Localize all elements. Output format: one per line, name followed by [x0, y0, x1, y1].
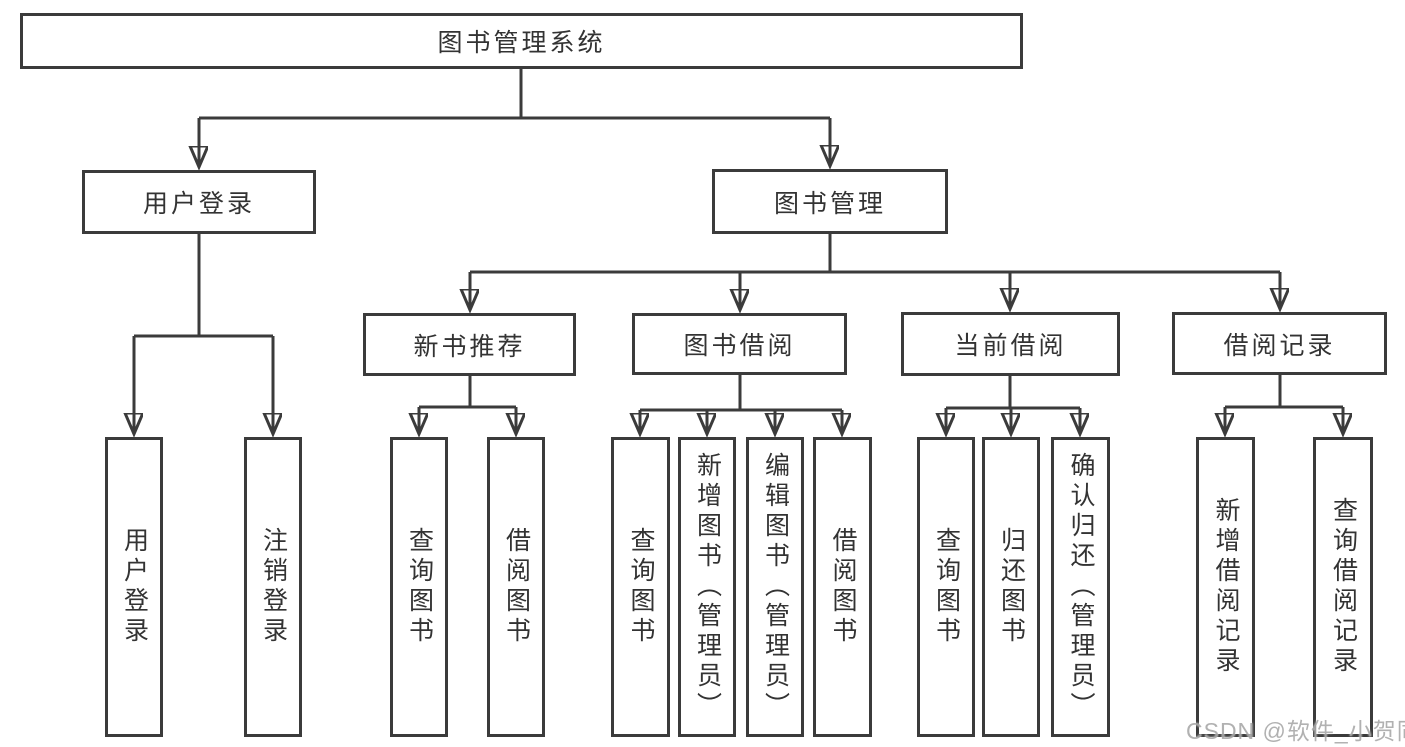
leaf-add-borrow-record-label: 新增借阅记录 [1212, 497, 1240, 677]
node-new-book-recommendation: 新书推荐 [363, 313, 576, 376]
leaf-return-books-label: 归还图书 [997, 527, 1026, 647]
leaf-edit-books-admin-label: 编辑图书（管理员） [761, 452, 790, 722]
leaf-query-books-recommend: 查询图书 [390, 437, 448, 737]
leaf-query-books-recommend-label: 查询图书 [405, 527, 434, 647]
leaf-query-borrow-record-label: 查询借阅记录 [1329, 497, 1358, 677]
leaf-borrow-books-borrowing: 借阅图书 [813, 437, 872, 737]
leaf-edit-books-admin: 编辑图书（管理员） [746, 437, 804, 737]
node-system-root-label: 图书管理系统 [437, 29, 606, 57]
leaf-add-books-admin: 新增图书（管理员） [678, 437, 736, 737]
leaf-query-books-current: 查询图书 [917, 437, 975, 737]
node-current-borrowing: 当前借阅 [901, 312, 1120, 376]
leaf-return-books: 归还图书 [982, 437, 1040, 737]
node-new-book-recommendation-label: 新书推荐 [413, 332, 526, 361]
node-borrowing-records: 借阅记录 [1172, 312, 1387, 375]
leaf-add-borrow-record: 新增借阅记录 [1196, 437, 1255, 737]
leaf-borrow-books-recommend-label: 借阅图书 [502, 527, 531, 647]
node-book-management: 图书管理 [712, 169, 948, 234]
leaf-logout-login-label: 注销登录 [259, 527, 288, 647]
leaf-query-borrow-record: 查询借阅记录 [1313, 437, 1373, 737]
node-user-login: 用户登录 [82, 170, 316, 234]
leaf-query-books-borrowing-label: 查询图书 [627, 527, 655, 647]
node-book-borrowing-label: 图书借阅 [683, 332, 796, 360]
node-book-borrowing: 图书借阅 [632, 313, 847, 375]
node-borrowing-records-label: 借阅记录 [1223, 331, 1336, 360]
leaf-confirm-return-admin: 确认归还（管理员） [1051, 437, 1110, 737]
leaf-borrow-books-recommend: 借阅图书 [487, 437, 545, 737]
leaf-logout-login: 注销登录 [244, 437, 302, 737]
node-current-borrowing-label: 当前借阅 [954, 332, 1067, 360]
node-book-management-label: 图书管理 [773, 189, 886, 218]
leaf-add-books-admin-label: 新增图书（管理员） [693, 452, 722, 722]
leaf-borrow-books-borrowing-label: 借阅图书 [829, 527, 857, 647]
leaf-query-books-current-label: 查询图书 [932, 527, 961, 647]
leaf-user-login-label: 用户登录 [120, 527, 149, 647]
node-user-login-label: 用户登录 [142, 190, 255, 218]
leaf-query-books-borrowing: 查询图书 [611, 437, 670, 737]
watermark-text: CSDN @软件_小贺同学 [1186, 718, 1405, 744]
leaf-user-login: 用户登录 [105, 437, 163, 737]
node-system-root: 图书管理系统 [20, 13, 1023, 69]
leaf-confirm-return-admin-label: 确认归还（管理员） [1067, 452, 1095, 722]
